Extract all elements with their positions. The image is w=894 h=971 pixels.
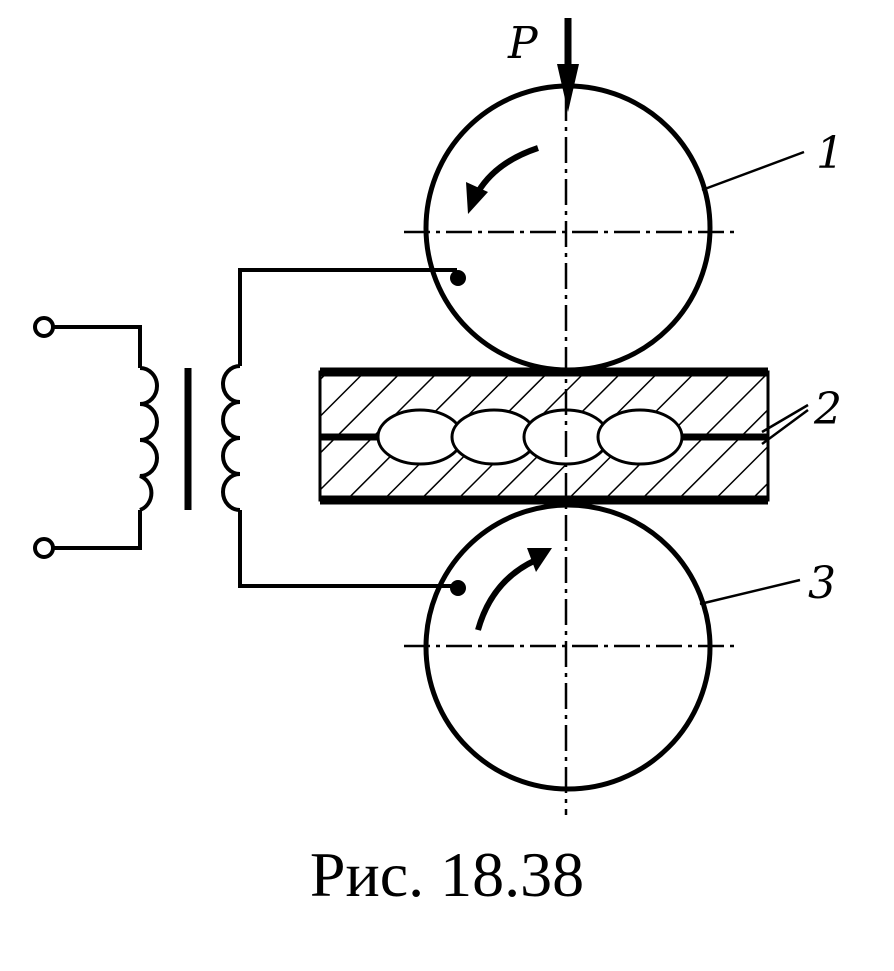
label-workpieces: 2	[813, 384, 842, 435]
weld-nugget	[376, 408, 464, 466]
primary-coil	[139, 366, 159, 512]
weld-nugget	[596, 408, 684, 466]
workpiece-plates	[318, 367, 770, 505]
contact-bottom-roller	[450, 580, 466, 596]
figure-caption: Рис. 18.38	[309, 839, 585, 910]
contact-top-roller	[450, 270, 466, 286]
weld-nuggets	[376, 408, 684, 466]
label-top-roller: 1	[816, 128, 844, 179]
terminal-top	[33, 316, 55, 338]
top-roller	[423, 83, 713, 373]
centerlines	[404, 95, 738, 815]
secondary-coil	[221, 364, 241, 512]
force-arrow	[557, 18, 579, 112]
rotation-arrow-top	[466, 145, 539, 214]
label-force: P	[507, 18, 539, 69]
label-bottom-roller: 3	[808, 558, 836, 609]
leader-lines	[699, 150, 809, 606]
terminal-bottom	[33, 537, 55, 559]
rotation-arrow-bottom	[475, 548, 552, 631]
